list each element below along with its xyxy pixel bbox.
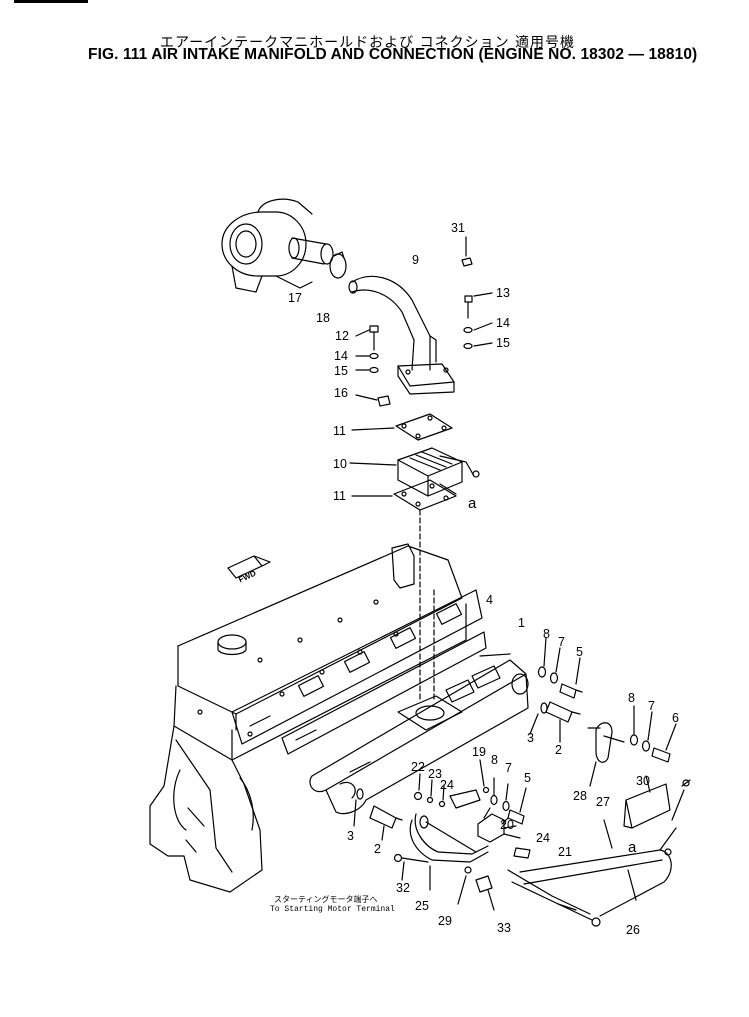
callout-24: 24 [536,831,550,845]
hardware-upper-right [537,637,583,699]
callout-13: 13 [496,286,510,300]
glow-plug-upper [529,701,581,743]
callout-2: 2 [374,842,381,856]
callout-2: 2 [555,743,562,757]
fitting-lower [457,866,495,911]
callout-a: a [628,839,637,856]
callout-12: 12 [335,329,349,343]
gasket-lower [351,479,457,511]
callout-5: 5 [524,771,531,785]
top-edge-bar [14,0,88,3]
callout-24: 24 [440,778,454,792]
callout-18: 18 [316,311,330,325]
callout-7: 7 [558,635,565,649]
callout-32: 32 [396,881,410,895]
callout-31: 31 [451,221,465,235]
caption-japanese: スターティングモータ端子へ [274,895,378,904]
title-english: FIG. 111 AIR INTAKE MANIFOLD AND CONNECT… [88,46,698,63]
hardware-lower-right [587,705,677,787]
callout-8: 8 [491,753,498,767]
turbocharger-drawing [221,198,334,293]
callout-3: 3 [527,731,534,745]
callout-7: 7 [505,761,512,775]
hose-clamp [329,251,347,279]
callout-10: 10 [333,457,347,471]
bolt-31 [461,236,473,267]
callout-5: 5 [576,645,583,659]
stud-16 [355,394,391,407]
glow-plug-lower [353,788,403,841]
callout-21: 21 [558,845,572,859]
bolt-13 [463,292,493,350]
callout-8: 8 [543,627,550,641]
heater-relay [449,759,531,859]
fwd-arrow [227,555,271,579]
intake-manifold [309,653,529,815]
bracket-30 [623,775,671,829]
callout-11: 11 [333,424,346,438]
callout-25: 25 [415,899,429,913]
callout-11: 11 [333,489,346,503]
title-japanese: エアーインテークマニホールドおよび コネクション 適用号機 [160,35,576,51]
small-fasteners [413,773,446,808]
callout-labels: 31 9 13 14 15 17 18 12 14 15 16 11 10 11… [288,221,679,937]
callout-6: 6 [672,711,679,725]
callout-23: 23 [428,767,442,781]
callout-15: 15 [334,364,348,378]
air-heater [349,447,480,497]
callout-17: 17 [288,291,302,305]
callout-27: 27 [596,795,610,809]
starter-wiring [393,813,489,891]
manifold-gasket [231,589,487,755]
callout-9: 9 [412,253,419,267]
callout-20: 20 [500,818,514,832]
callout-15: 15 [496,336,510,350]
callout-29: 29 [438,914,452,928]
callout-1: 1 [518,616,525,630]
callout-3: 3 [347,829,354,843]
callout-28: 28 [573,789,587,803]
bolt-12 [355,325,379,374]
gasket-upper [351,413,453,441]
engine-block [149,543,467,893]
callout-19: 19 [472,745,486,759]
callout-33: 33 [497,921,511,935]
callout-30: 30 [636,774,650,788]
callout-8: 8 [628,691,635,705]
callout-14: 14 [496,316,510,330]
fwd-label: FWD [237,568,258,584]
callout-a: a [468,495,477,512]
callout-16: 16 [334,386,348,400]
callout-22: 22 [411,760,425,774]
fuel-lines [507,779,691,927]
connection-elbow [348,275,455,395]
caption-english: To Starting Motor Terminal [270,905,395,914]
callout-26: 26 [626,923,640,937]
callout-7: 7 [648,699,655,713]
callout-4: 4 [486,593,493,607]
callout-14: 14 [334,349,348,363]
